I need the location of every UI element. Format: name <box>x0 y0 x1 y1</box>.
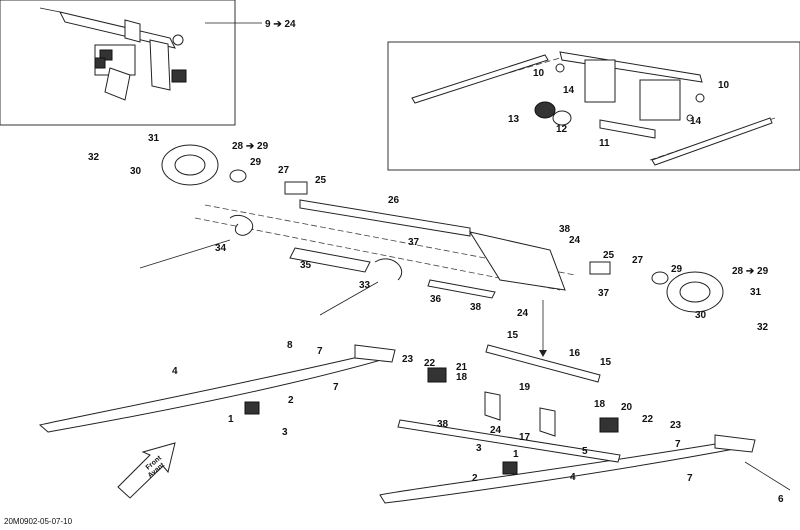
callout-c7: 11 <box>599 138 610 149</box>
callout-c17: 37 <box>408 237 420 248</box>
callout-c11: 28 ➔ 29 <box>232 141 269 152</box>
callout-c33: 15 <box>507 330 519 341</box>
inset-top-left: 9 ➔ 24 <box>0 0 296 126</box>
callout-c55: 5 <box>582 446 588 457</box>
callout-c50: 1 <box>228 414 234 425</box>
callout-c19: 34 <box>215 243 227 254</box>
callout-c42: 21 <box>456 362 468 373</box>
callout-c22: 36 <box>430 294 442 305</box>
callout-c59: 2 <box>472 473 478 484</box>
callout-c41: 22 <box>424 358 436 369</box>
callout-c37: 7 <box>317 346 323 357</box>
callout-c49: 2 <box>288 395 294 406</box>
callout-c16: 38 <box>559 224 571 235</box>
callout-c28: 38 <box>470 302 482 313</box>
callout-c34: 16 <box>569 348 581 359</box>
callout-c18: 24 <box>569 235 581 246</box>
callout-c36: 8 <box>287 340 293 351</box>
callout-c1: 10 <box>533 68 545 79</box>
inset-top-left-ref: 9 ➔ 24 <box>265 19 296 30</box>
callout-c10: 30 <box>130 166 142 177</box>
callout-c56: 7 <box>675 439 681 450</box>
callout-c24: 27 <box>632 255 644 266</box>
callout-c12: 29 <box>250 157 262 168</box>
callout-c29: 24 <box>517 308 529 319</box>
callout-c26: 28 ➔ 29 <box>732 266 769 277</box>
callout-c20: 35 <box>300 260 312 271</box>
callout-c30: 31 <box>750 287 762 298</box>
callout-c40: 23 <box>402 354 414 365</box>
callout-c45: 18 <box>594 399 606 410</box>
callout-c61: 7 <box>687 473 693 484</box>
main-assembly <box>139 144 724 357</box>
drawing-part-number: 20M0902-05-07-10 <box>4 517 73 526</box>
callout-c21: 33 <box>359 280 371 291</box>
callout-c51: 3 <box>282 427 288 438</box>
inset-top-right <box>387 41 800 171</box>
callout-c6: 12 <box>556 124 568 135</box>
callout-c35: 15 <box>600 357 612 368</box>
callout-c62: 6 <box>778 494 784 505</box>
callout-c27: 37 <box>598 288 610 299</box>
callout-c43: 18 <box>456 372 468 383</box>
callout-c2: 10 <box>718 80 730 91</box>
callout-c5: 13 <box>508 114 520 125</box>
callout-c44: 19 <box>519 382 531 393</box>
callout-c58: 1 <box>513 449 519 460</box>
inset-assembly-sketch <box>39 7 187 101</box>
callout-c57: 3 <box>476 443 482 454</box>
callout-c32: 32 <box>757 322 769 333</box>
callout-c54: 17 <box>519 432 531 443</box>
callout-c15: 26 <box>388 195 400 206</box>
callout-c13: 27 <box>278 165 290 176</box>
callout-c31: 30 <box>695 310 707 321</box>
front-direction-badge: Front Avant <box>117 442 176 499</box>
callout-c9: 32 <box>88 152 100 163</box>
callout-c53: 24 <box>490 425 502 436</box>
callout-c14: 25 <box>315 175 327 186</box>
callout-c23: 25 <box>603 250 615 261</box>
callout-c46: 20 <box>621 402 633 413</box>
callout-c3: 14 <box>563 85 575 96</box>
callout-c4: 14 <box>690 116 702 127</box>
callout-c39: 7 <box>333 382 339 393</box>
callout-c60: 4 <box>570 472 576 483</box>
callout-c48: 23 <box>670 420 682 431</box>
callout-c52: 38 <box>437 419 449 430</box>
callout-c47: 22 <box>642 414 654 425</box>
callout-c38: 4 <box>172 366 178 377</box>
callout-c8: 31 <box>148 133 160 144</box>
callout-c25: 29 <box>671 264 683 275</box>
rails <box>38 344 791 504</box>
